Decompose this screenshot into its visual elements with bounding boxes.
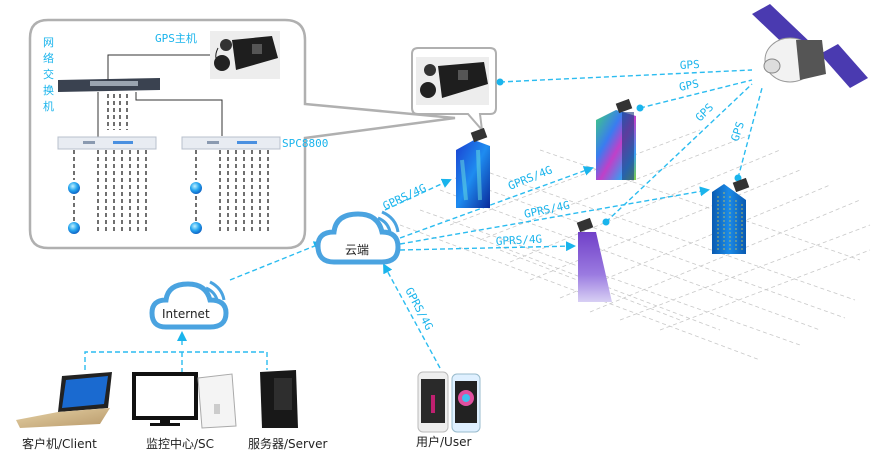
cloud-label: 云端 [345, 243, 369, 257]
link-label-gprs: GPRS/4G [381, 181, 429, 212]
link-cloud-building3 [399, 241, 576, 252]
switch-label-char: 机 [43, 99, 54, 113]
callout-frame [28, 18, 456, 250]
internet-cloud-icon [149, 280, 229, 330]
lan-bus [84, 351, 268, 370]
building-1-icon [456, 127, 490, 208]
switch-label-char: 换 [43, 83, 54, 97]
link-label-gprs: GPRS/4G [523, 199, 571, 221]
internet-label: Internet [162, 307, 210, 321]
link-user-cloud [383, 263, 441, 369]
network-switch-icon [58, 78, 160, 92]
switch-label-char: 网 [43, 36, 54, 49]
building-4-icon [712, 177, 750, 254]
building-3-icon [576, 217, 612, 302]
link-label-gps: GPS [728, 120, 747, 143]
controller-unit-icon [57, 136, 157, 150]
desktop-tower-icon [197, 373, 237, 429]
user-label: 用户/User [416, 434, 471, 449]
controller-label: SPC8800 [282, 137, 328, 150]
smartphones-icon [417, 371, 481, 433]
sensor-node-icon [68, 182, 80, 194]
network-switch-label: 网 络 交 换 机 [43, 36, 54, 113]
satellite-icon [752, 4, 868, 88]
gps-host-device-icon [210, 31, 280, 79]
gps-device-icon [576, 217, 594, 233]
gps-device-icon [615, 98, 633, 114]
link-gps-building3 [605, 83, 753, 223]
sensor-node-icon [190, 182, 202, 194]
laptop-icon [16, 372, 112, 428]
link-label-gprs: GPRS/4G [495, 233, 542, 248]
link-cloud-building4 [399, 186, 710, 245]
cloud-icon [315, 210, 401, 265]
gps-device-icon [732, 177, 750, 193]
link-label-gprs: GPRS/4G [506, 163, 554, 192]
server-icon [260, 370, 298, 428]
gps-host-label: GPS主机 [155, 31, 197, 45]
link-gps-device [499, 69, 753, 83]
gps-device-icon [470, 127, 488, 143]
communication-links [84, 69, 763, 374]
link-label-gps: GPS [679, 58, 700, 72]
server-label: 服务器/Server [248, 436, 327, 451]
switch-label-char: 交 [43, 67, 54, 81]
monitor-icon [132, 372, 198, 426]
monitoring-center-label: 监控中心/SC [146, 436, 214, 451]
sensor-node-icon [190, 222, 202, 234]
sensor-node-icon [68, 222, 80, 234]
link-gps-building2 [639, 79, 753, 109]
gps-device-callout [411, 47, 497, 134]
switch-label-char: 络 [43, 51, 54, 65]
controller-output-lines [73, 150, 269, 232]
link-cloud-building2 [399, 166, 594, 239]
client-label: 客户机/Client [22, 436, 97, 451]
link-label-gps: GPS [678, 77, 700, 94]
network-callout: 网 络 交 换 机 GPS主机 [28, 18, 456, 250]
building-2-icon [596, 98, 636, 180]
link-internet-cloud [229, 241, 324, 281]
link-cloud-building1 [384, 178, 452, 211]
controller-unit-icon [181, 136, 281, 150]
